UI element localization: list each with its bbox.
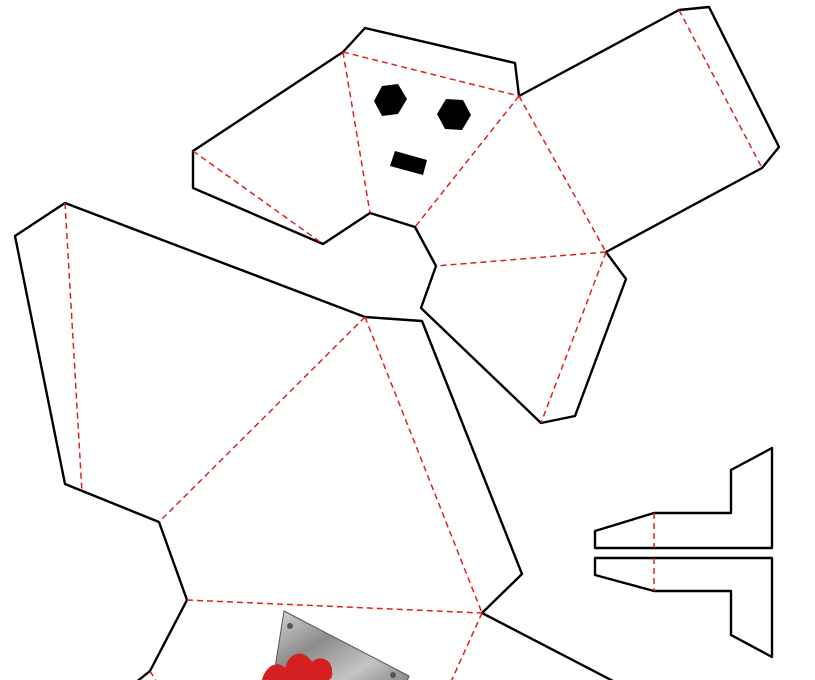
wing-piece-lower [593, 556, 774, 659]
fold-line [64, 202, 83, 493]
badge-rivet [287, 623, 293, 629]
fold-line [450, 612, 483, 680]
fold-line [342, 51, 520, 97]
fold-line [435, 251, 607, 267]
wing-lower-outline [593, 556, 774, 659]
fold-line [158, 316, 366, 523]
right-eye [437, 99, 471, 130]
fold-line [540, 251, 607, 424]
wing-upper-outline [593, 446, 774, 550]
head-piece [191, 5, 781, 425]
fold-line [192, 150, 324, 245]
left-eye [374, 84, 407, 116]
head-outline [191, 5, 781, 425]
face [374, 84, 471, 175]
fold-line [364, 316, 483, 614]
body-piece [13, 201, 614, 680]
fold-line [342, 51, 371, 214]
badge-rivet [390, 672, 396, 678]
body-fold-lines [64, 202, 483, 680]
head-fold-lines [192, 9, 763, 424]
mouth [390, 151, 427, 175]
badge-emblem-icon [262, 653, 333, 680]
chest-emblem-badge [262, 610, 410, 680]
fold-line [414, 95, 520, 228]
wing-piece-upper [593, 446, 774, 550]
fold-line [149, 670, 157, 680]
